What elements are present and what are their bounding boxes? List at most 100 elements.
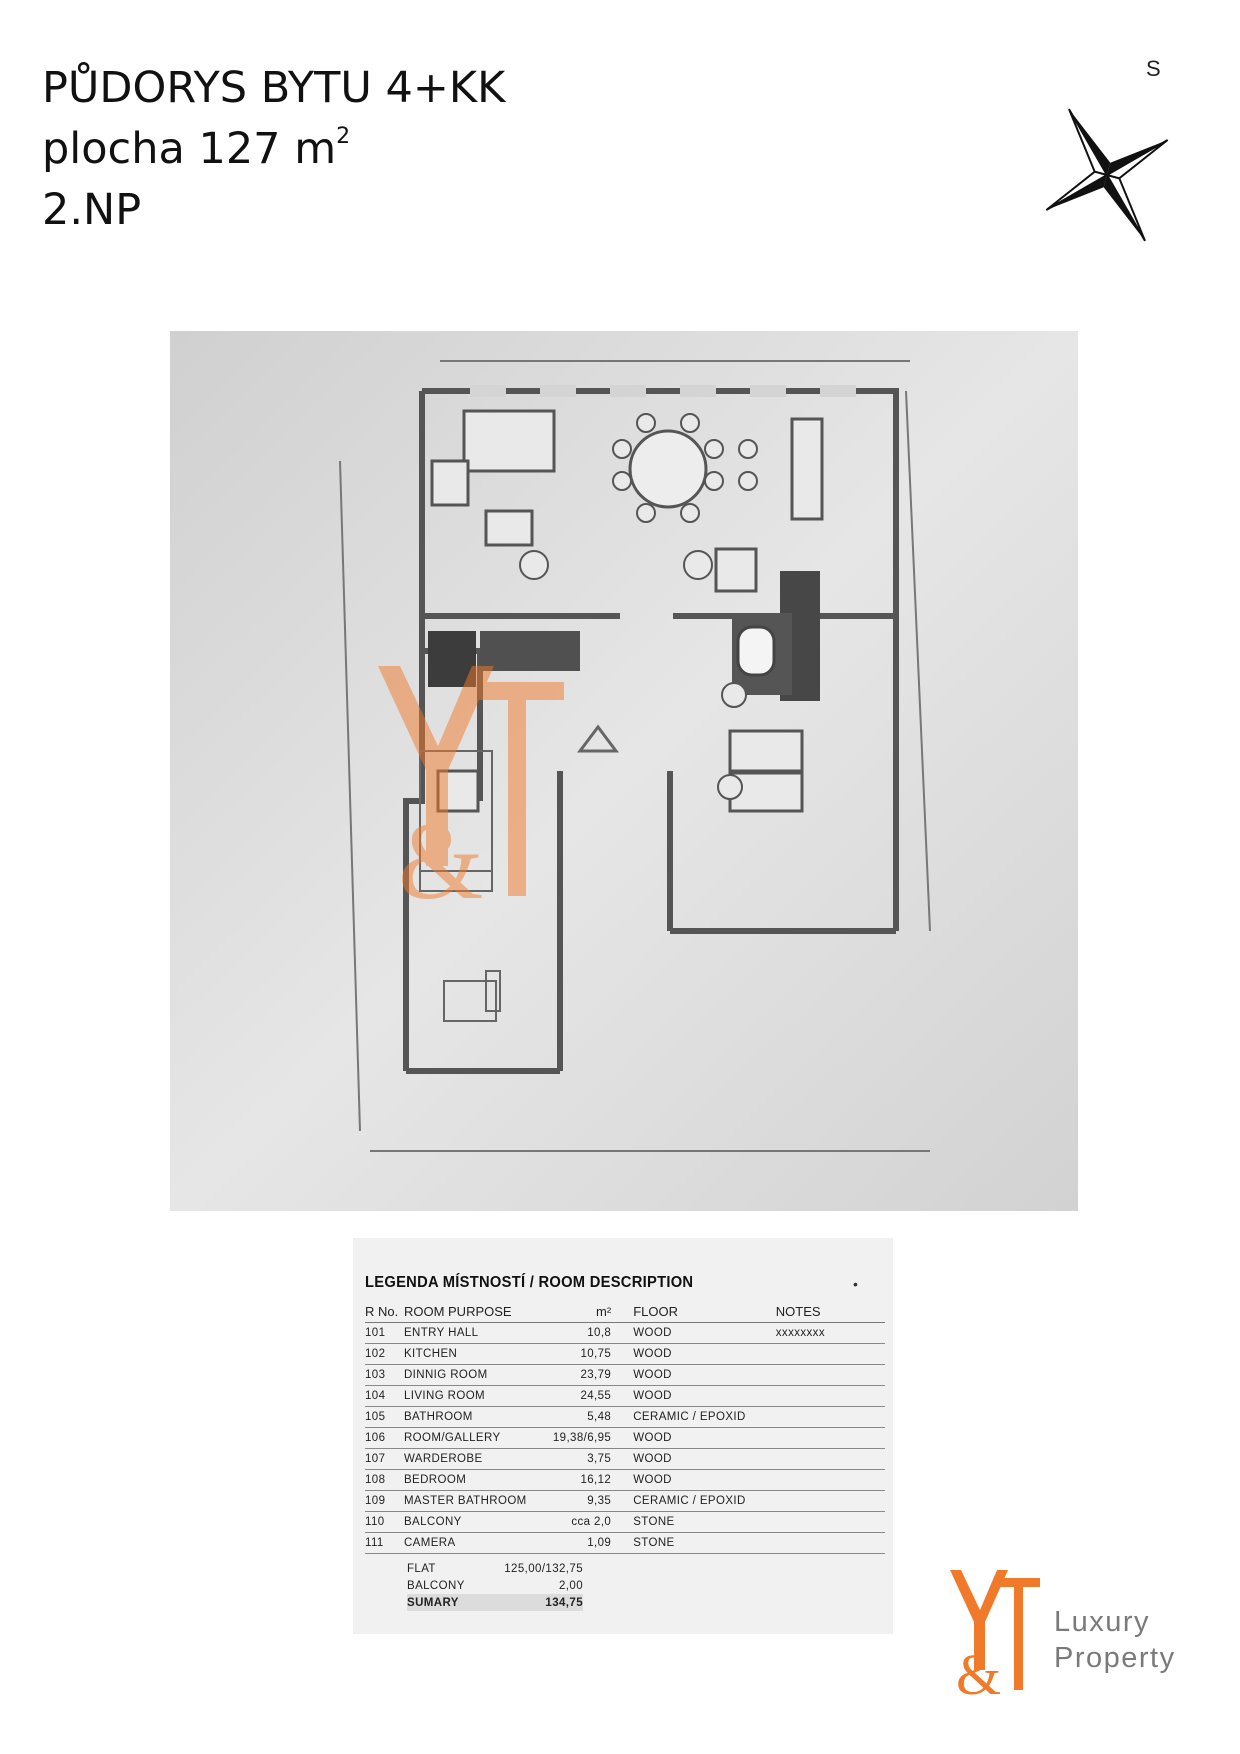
page-title: PŮDORYS BYTU 4+KK [42, 63, 506, 113]
cell-purpose: BALCONY [403, 1511, 535, 1533]
cell-area: 5,48 [534, 1406, 626, 1428]
col-header-floor: FLOOR [625, 1302, 776, 1323]
summary-row: SUMARY 134,75 [407, 1594, 583, 1611]
legend-header-row: R No. ROOM PURPOSE m² FLOOR NOTES [365, 1302, 885, 1323]
cell-notes [775, 1364, 885, 1386]
floor-plan-drawing [170, 331, 1078, 1211]
floor-plan [170, 331, 1078, 1211]
cell-purpose: MASTER BATHROOM [403, 1490, 535, 1512]
cell-area: 9,35 [534, 1490, 626, 1512]
cell-no: 106 [365, 1427, 404, 1449]
cell-purpose: LIVING ROOM [403, 1385, 535, 1407]
cell-no: 103 [365, 1364, 404, 1386]
cell-notes [775, 1448, 885, 1470]
compass-star-icon [1045, 108, 1169, 242]
cell-area: cca 2,0 [534, 1511, 626, 1533]
legend-dot: • [853, 1276, 858, 1292]
summary-label: SUMARY [407, 1596, 459, 1609]
summary-label: BALCONY [407, 1579, 465, 1592]
yt-logo-icon: & [950, 1570, 1040, 1698]
cell-notes [775, 1427, 885, 1449]
cell-notes [775, 1490, 885, 1512]
cell-purpose: ENTRY HALL [403, 1322, 535, 1344]
cell-purpose: ROOM/GALLERY [403, 1427, 535, 1449]
col-header-notes: NOTES [775, 1302, 885, 1323]
area-text: plocha 127 m [42, 124, 337, 174]
cell-notes [775, 1406, 885, 1428]
cell-purpose: WARDEROBE [403, 1448, 535, 1470]
cell-no: 109 [365, 1490, 404, 1512]
brand-logo: & Luxury Property [950, 1570, 1210, 1700]
logo-line-luxury: Luxury [1054, 1606, 1151, 1638]
summary-value: 2,00 [559, 1579, 583, 1592]
title-block: PŮDORYS BYTU 4+KK plocha 127 m2 2.NP [42, 58, 505, 241]
cell-area: 23,79 [534, 1364, 626, 1386]
cell-area: 3,75 [534, 1448, 626, 1470]
cell-purpose: DINNIG ROOM [403, 1364, 535, 1386]
compass-label: S [1146, 56, 1161, 81]
cell-floor: WOOD [625, 1343, 776, 1365]
cell-area: 1,09 [534, 1532, 626, 1554]
room-legend: LEGENDA MÍSTNOSTÍ / ROOM DESCRIPTION • R… [353, 1238, 893, 1634]
cell-floor: CERAMIC / EPOXID [625, 1490, 776, 1512]
cell-no: 107 [365, 1448, 404, 1470]
cell-no: 108 [365, 1469, 404, 1491]
cell-notes [775, 1469, 885, 1491]
legend-title: LEGENDA MÍSTNOSTÍ / ROOM DESCRIPTION [365, 1274, 694, 1291]
cell-no: 111 [365, 1532, 404, 1554]
cell-purpose: KITCHEN [403, 1343, 535, 1365]
cell-no: 101 [365, 1322, 404, 1344]
cell-purpose: CAMERA [403, 1532, 535, 1554]
cell-floor: STONE [625, 1532, 776, 1554]
cell-area: 19,38/6,95 [534, 1427, 626, 1449]
cell-floor: CERAMIC / EPOXID [625, 1406, 776, 1428]
summary-value: 125,00/132,75 [504, 1562, 583, 1575]
col-header-no: R No. [365, 1302, 404, 1323]
cell-notes [775, 1343, 885, 1365]
cell-notes: xxxxxxxx [775, 1322, 885, 1344]
summary-row: BALCONY 2,00 [407, 1577, 583, 1594]
summary-value: 134,75 [545, 1596, 583, 1609]
cell-area: 24,55 [534, 1385, 626, 1407]
cell-floor: WOOD [625, 1322, 776, 1344]
logo-text: Luxury Property [1054, 1604, 1176, 1676]
cell-purpose: BEDROOM [403, 1469, 535, 1491]
summary-row: FLAT 125,00/132,75 [407, 1560, 583, 1577]
col-header-area: m² [534, 1302, 626, 1323]
cell-area: 16,12 [534, 1469, 626, 1491]
logo-line-property: Property [1054, 1642, 1176, 1674]
cell-floor: WOOD [625, 1364, 776, 1386]
cell-area: 10,8 [534, 1322, 626, 1344]
summary-label: FLAT [407, 1562, 436, 1575]
cell-floor: WOOD [625, 1427, 776, 1449]
cell-notes [775, 1385, 885, 1407]
area-superscript: 2 [336, 124, 351, 149]
cell-floor: WOOD [625, 1469, 776, 1491]
floor-label: 2.NP [42, 185, 142, 235]
cell-no: 105 [365, 1406, 404, 1428]
cell-floor: STONE [625, 1511, 776, 1533]
cell-floor: WOOD [625, 1385, 776, 1407]
cell-area: 10,75 [534, 1343, 626, 1365]
cell-floor: WOOD [625, 1448, 776, 1470]
svg-text:&: & [956, 1642, 1001, 1698]
cell-no: 104 [365, 1385, 404, 1407]
cell-purpose: BATHROOM [403, 1406, 535, 1428]
col-header-purpose: ROOM PURPOSE [403, 1302, 535, 1323]
cell-no: 102 [365, 1343, 404, 1365]
area-line: plocha 127 m2 [42, 119, 505, 180]
